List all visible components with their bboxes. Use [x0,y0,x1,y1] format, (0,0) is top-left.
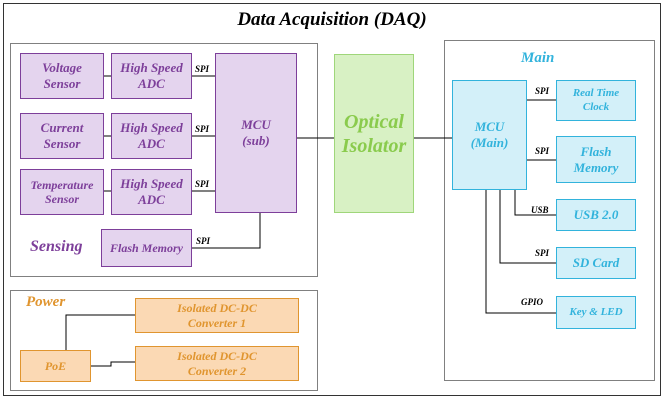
voltage-sensor: Voltage Sensor [20,53,104,99]
main-label: Main [521,50,555,66]
sd-card: SD Card [556,247,636,279]
poe: PoE [20,350,91,382]
sensing-flash-memory: Flash Memory [101,229,192,267]
mcu-main: MCU (Main) [452,80,527,190]
bus-label-adc-3: SPI [195,179,210,189]
current-sensor: Current Sensor [20,113,104,159]
diagram-title: Data Acquisition (DAQ) [237,9,427,30]
usb-2-0: USB 2.0 [556,199,636,231]
mcu-sub: MCU (sub) [215,53,297,213]
bus-label-sd: SPI [535,248,550,258]
main-flash-memory: Flash Memory [556,136,636,183]
bus-label-main-flash: SPI [535,146,550,156]
bus-label-flash: SPI [196,236,211,246]
key-and-led: Key & LED [556,296,636,329]
real-time-clock: Real Time Clock [556,80,636,121]
high-speed-adc-3: High Speed ADC [111,169,192,215]
sensing-label: Sensing [30,238,83,255]
bus-label-usb: USB [531,205,549,215]
bus-label-adc-2: SPI [195,124,210,134]
isolated-dc-dc-converter-2: Isolated DC-DC Converter 2 [135,346,299,381]
temperature-sensor: Temperature Sensor [20,169,104,215]
bus-label-rtc: SPI [535,86,550,96]
high-speed-adc-1: High Speed ADC [111,53,192,99]
bus-label-key: GPIO [521,297,543,307]
high-speed-adc-2: High Speed ADC [111,113,192,159]
power-label: Power [26,294,66,310]
isolated-dc-dc-converter-1: Isolated DC-DC Converter 1 [135,298,299,333]
optical-isolator: Optical Isolator [334,54,414,213]
bus-label-adc-1: SPI [195,64,210,74]
